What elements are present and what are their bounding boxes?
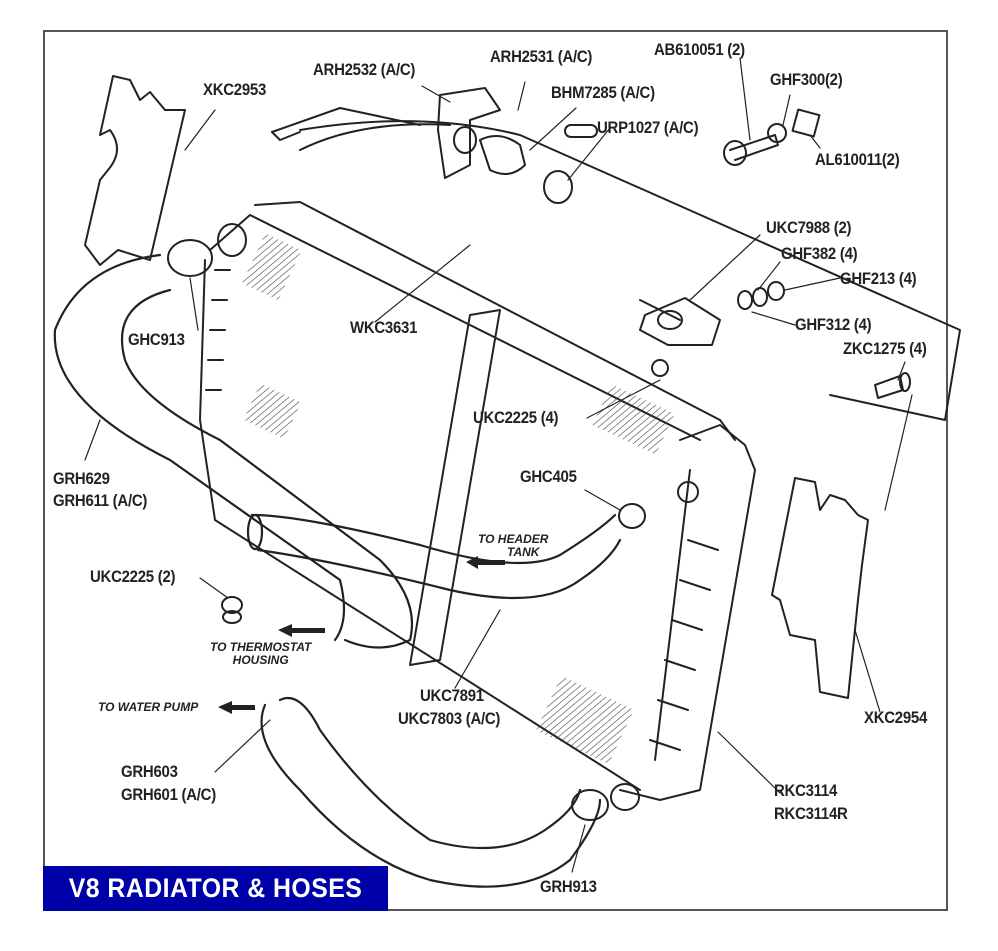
upper-panel <box>271 107 961 421</box>
flow-arrows <box>218 556 505 714</box>
label-ghf382: GHF382 (4) <box>781 244 858 263</box>
label-ukc2225-2: UKC2225 (2) <box>90 567 176 586</box>
hose-clip-ghc405 <box>618 503 646 529</box>
note-to-header-tank: TO HEADER TANK <box>478 532 549 559</box>
label-zkc1275: ZKC1275 (4) <box>843 339 927 358</box>
label-xkc2954: XKC2954 <box>864 708 928 727</box>
label-al610011: AL610011(2) <box>815 150 900 169</box>
label-grh603: GRH603 <box>121 762 178 781</box>
arrow-header-tank <box>466 556 505 569</box>
label-urp1027: URP1027 (A/C) <box>597 118 699 137</box>
label-grh601: GRH601 (A/C) <box>121 785 216 804</box>
label-ghc405: GHC405 <box>520 467 577 486</box>
label-arh2532: ARH2532 (A/C) <box>313 60 416 79</box>
label-grh913: GRH913 <box>540 877 597 896</box>
note-to-water-pump: TO WATER PUMP <box>98 700 199 714</box>
hose-clip-ghc913 <box>167 239 213 277</box>
arrow-thermostat <box>278 624 325 637</box>
label-grh629: GRH629 <box>53 469 110 488</box>
diagram-title-banner: V8 RADIATOR & HOSES <box>43 866 388 911</box>
label-rkc3114: RKC3114 <box>774 781 838 800</box>
arrow-water-pump <box>218 701 255 714</box>
baffle-xkc2953 <box>84 75 186 266</box>
diagram-title: V8 RADIATOR & HOSES <box>68 873 363 903</box>
label-ukc7891: UKC7891 <box>420 686 484 705</box>
label-wkc3631: WKC3631 <box>350 318 418 337</box>
note-to-thermostat-housing: TO THERMOSTAT HOUSING <box>210 640 312 667</box>
label-arh2531: ARH2531 (A/C) <box>490 47 593 66</box>
label-ghf213: GHF213 (4) <box>840 269 917 288</box>
label-ghc913: GHC913 <box>128 330 185 349</box>
hose-clip-grh913 <box>571 789 609 821</box>
label-ghf300: GHF300(2) <box>770 70 843 89</box>
label-ukc7988: UKC7988 (2) <box>766 218 852 237</box>
label-grh611: GRH611 (A/C) <box>53 491 148 510</box>
label-rkc3114r: RKC3114R <box>774 804 848 823</box>
fittings <box>167 87 911 821</box>
label-ghf312: GHF312 (4) <box>795 315 872 334</box>
label-ukc2225-4: UKC2225 (4) <box>473 408 559 427</box>
label-ukc7803: UKC7803 (A/C) <box>398 709 501 728</box>
label-ab610051: AB610051 (2) <box>654 40 745 59</box>
label-xkc2953: XKC2953 <box>203 80 267 99</box>
diagram-frame <box>43 30 948 911</box>
leader-lines <box>84 57 913 873</box>
label-bhm7285: BHM7285 (A/C) <box>551 83 655 102</box>
radiator-core <box>199 201 756 801</box>
baffle-xkc2954 <box>771 477 869 699</box>
